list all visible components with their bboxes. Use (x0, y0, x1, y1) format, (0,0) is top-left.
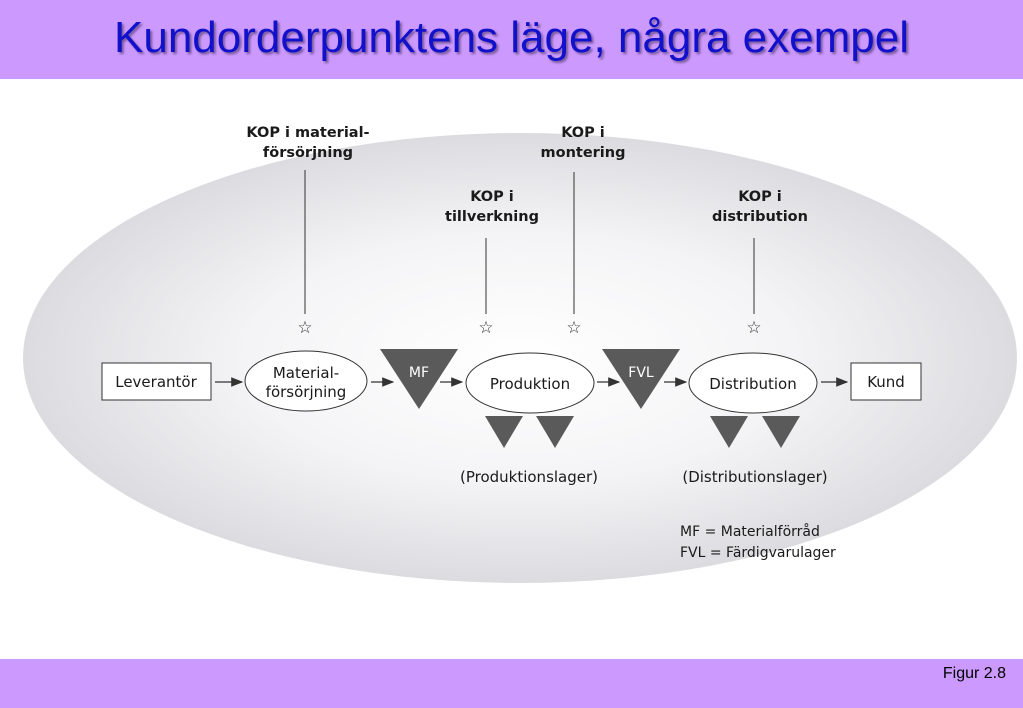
svg-text:KOP i: KOP i (561, 125, 605, 141)
fvl-triangle (602, 349, 680, 409)
produktion-label: Produktion (490, 375, 570, 393)
kop-distribution-label: KOP i distribution (712, 189, 808, 225)
svg-text:montering: montering (541, 145, 626, 161)
kop-tillverkning-label: KOP i tillverkning (445, 189, 539, 225)
svg-text:KOP i: KOP i (470, 189, 514, 205)
leverantor-label: Leverantör (115, 373, 197, 391)
distribution-ellipse (688, 352, 818, 414)
svg-text:distribution: distribution (712, 209, 808, 225)
production-storage-triangle (485, 416, 523, 448)
kop-montering-label: KOP i montering (541, 125, 626, 161)
star-icon: ☆ (746, 318, 761, 338)
svg-text:försörjning: försörjning (263, 145, 353, 161)
distribution-label: Distribution (709, 375, 797, 393)
leverantor-box (101, 362, 212, 401)
kop-material-label: KOP i material- försörjning (246, 125, 369, 161)
star-icon: ☆ (478, 318, 493, 338)
material-label-2: försörjning (266, 383, 347, 401)
legend-mf: MF = Materialförråd (680, 523, 820, 540)
title-bar: Kundorderpunktens läge, några exempel (0, 0, 1023, 79)
fvl-label: FVL (628, 365, 654, 381)
kund-label: Kund (867, 373, 905, 391)
supply-chain-diagram: KOP i material- försörjning KOP i monter… (23, 125, 1017, 583)
kund-box (850, 362, 922, 401)
star-icon: ☆ (297, 318, 312, 338)
produktion-ellipse (465, 352, 595, 414)
slide-title: Kundorderpunktens läge, några exempel (114, 13, 909, 62)
star-icon: ☆ (566, 318, 581, 338)
material-label-1: Material- (273, 364, 339, 382)
svg-text:tillverkning: tillverkning (445, 209, 539, 225)
distribution-storage-triangle (762, 416, 800, 448)
production-storage-triangle (536, 416, 574, 448)
figure-label: Figur 2.8 (942, 665, 1006, 682)
mf-label: MF (409, 365, 429, 381)
svg-text:KOP i: KOP i (738, 189, 782, 205)
mf-triangle (380, 349, 458, 409)
distribution-storage-triangle (710, 416, 748, 448)
produktionslager-label: (Produktionslager) (460, 468, 598, 486)
material-ellipse (244, 350, 368, 412)
footer-bar: Figur 2.8 (0, 659, 1023, 708)
svg-text:KOP i material-: KOP i material- (246, 125, 369, 141)
legend-fvl: FVL = Färdigvarulager (680, 545, 836, 561)
distributionslager-label: (Distributionslager) (682, 468, 827, 486)
